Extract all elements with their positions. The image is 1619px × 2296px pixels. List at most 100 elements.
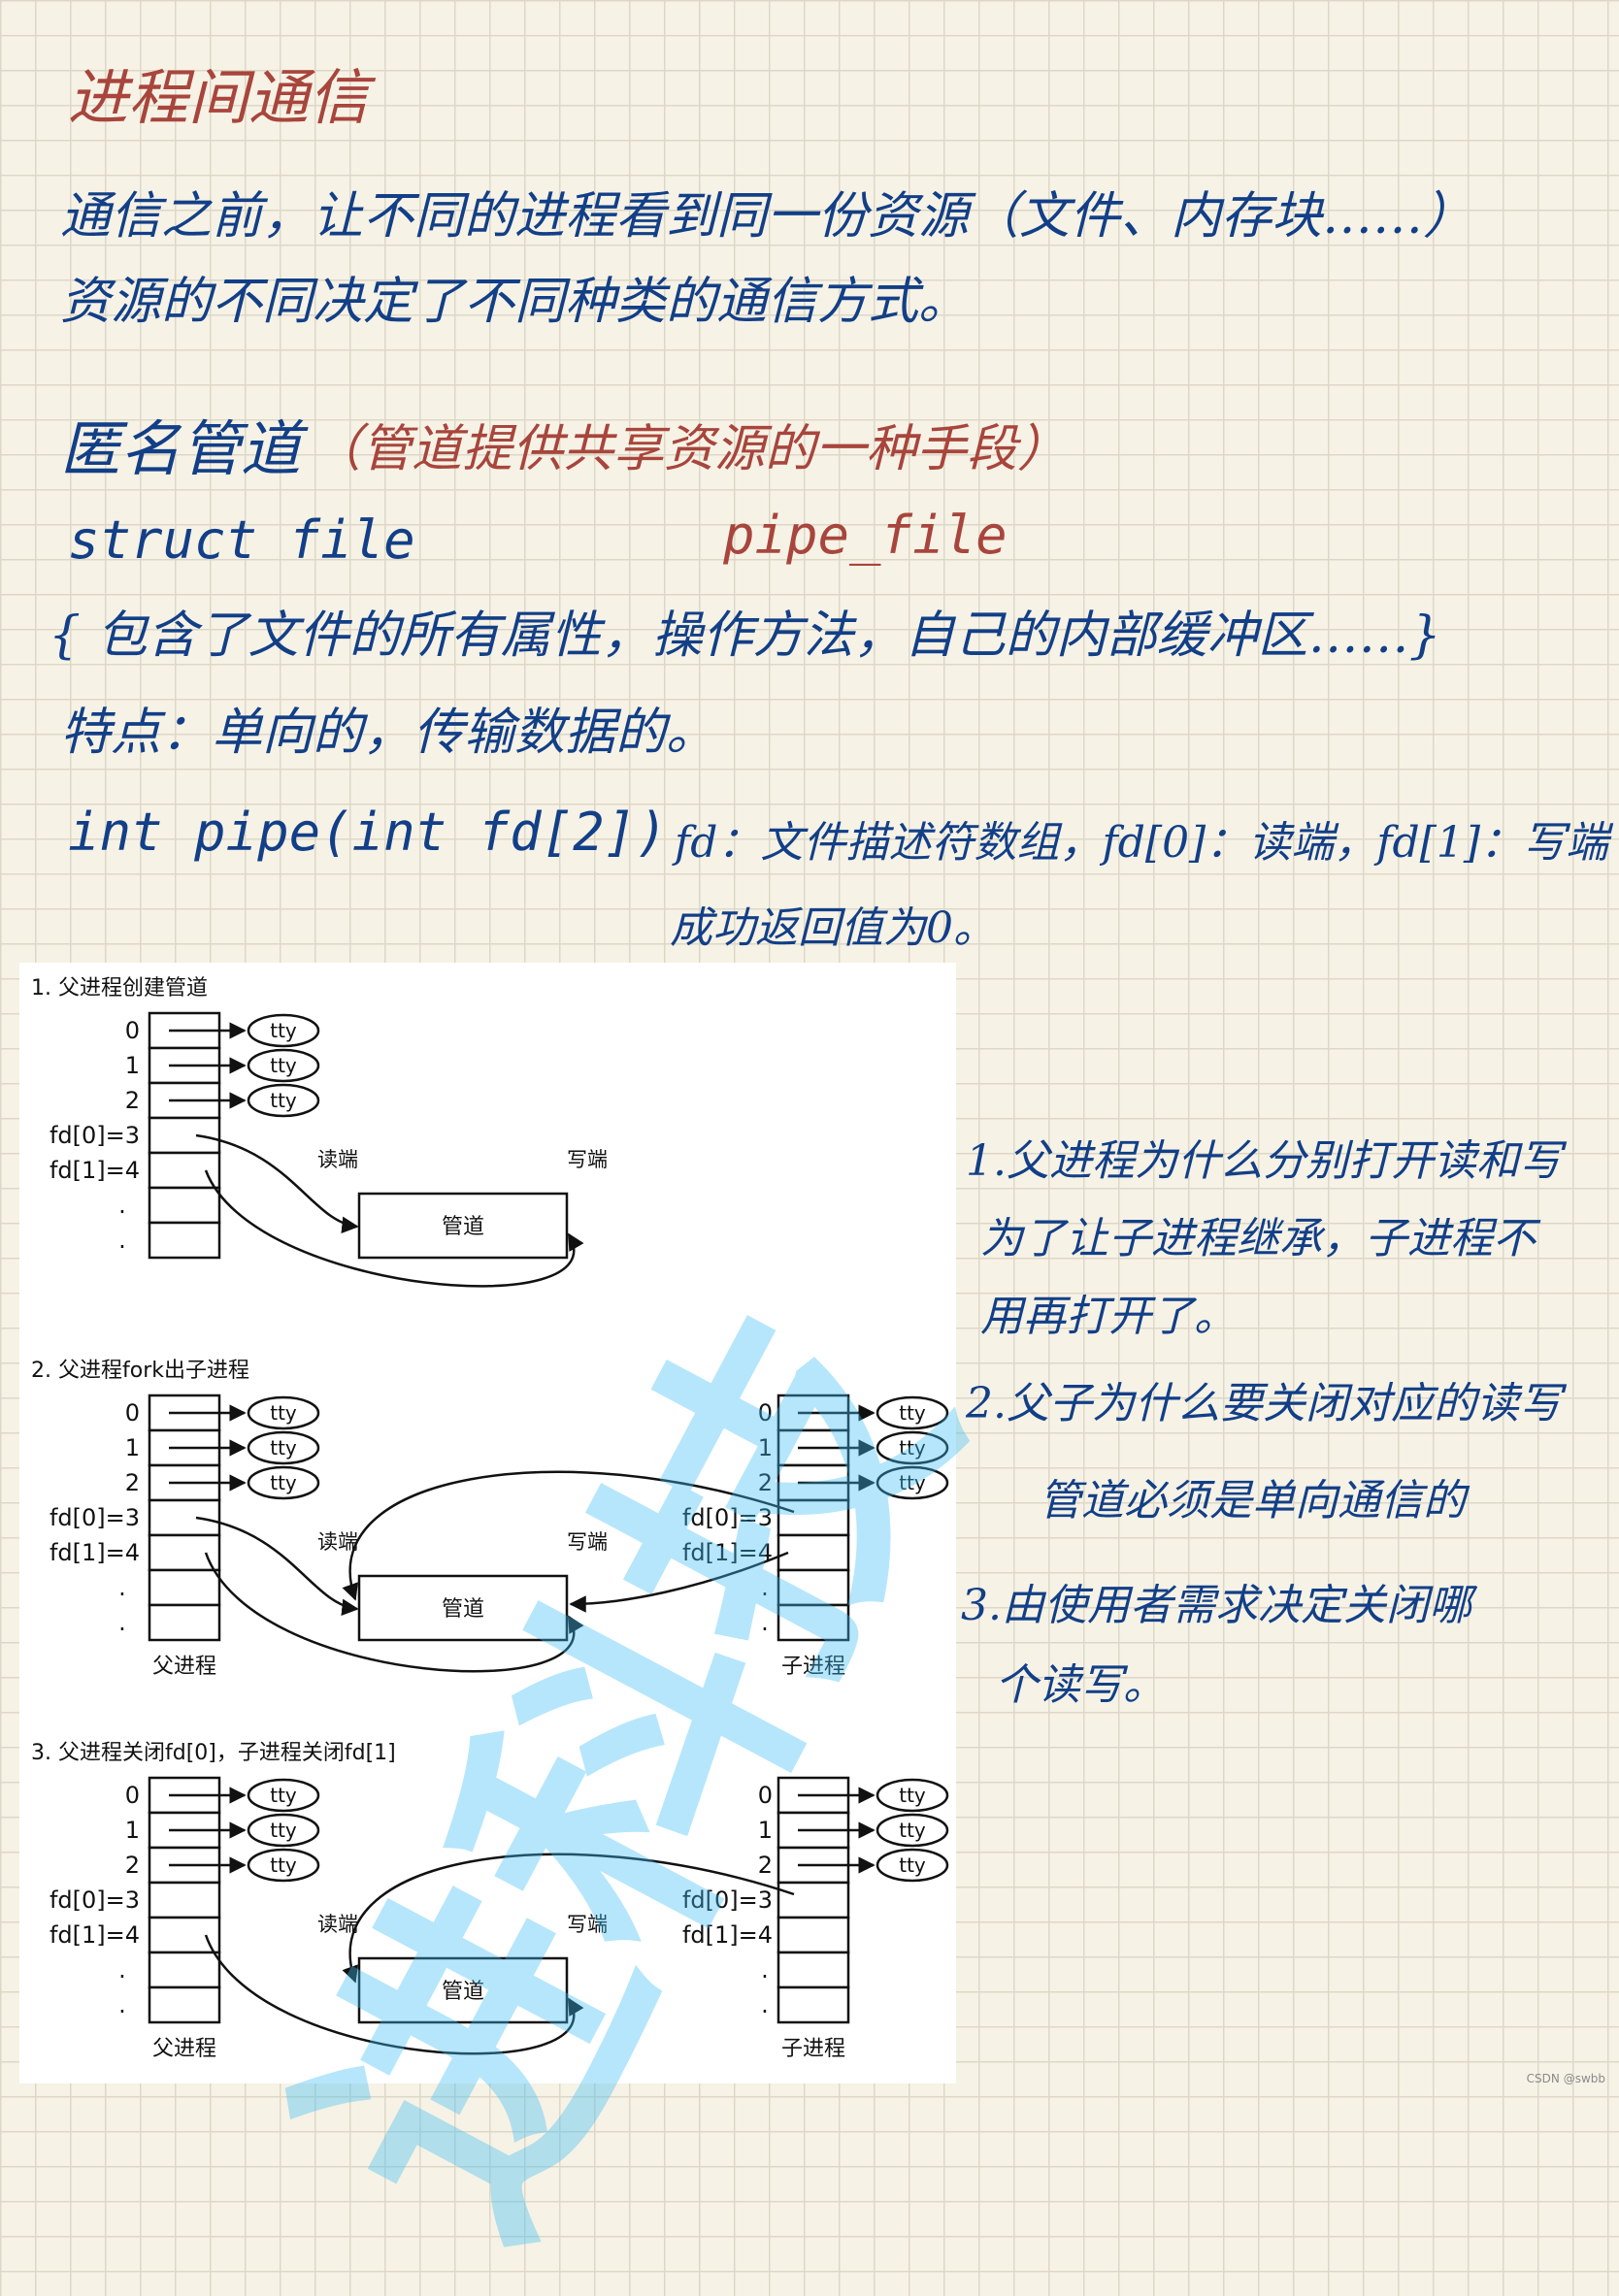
step2-parent-cell-4 (148, 1533, 221, 1572)
step1-parent-tty-oval-2 (247, 1083, 320, 1118)
step2-parent-label: 父进程 (152, 1655, 216, 1679)
step1-parent-label-1: 1 (125, 1052, 140, 1079)
step2-child-cell-4 (776, 1533, 850, 1572)
step2-parent-cell-3 (148, 1498, 221, 1537)
step1-parent-tty-oval-1 (247, 1048, 320, 1083)
step3-child-read-curve (342, 1853, 795, 1984)
step2-parent-tty-text-1: tty (270, 1436, 297, 1460)
step3-child-label-5: . (761, 1956, 769, 1984)
step1-parent-cell-5 (148, 1186, 221, 1225)
step2-child-label-0: 0 (758, 1399, 773, 1427)
step3-pipe-label: 管道 (442, 1980, 484, 2004)
step2-parent-label-1: 1 (125, 1434, 140, 1461)
step2-parent-label-4: fd[1]=4 (50, 1539, 140, 1566)
step2-parent-label-3: fd[0]=3 (50, 1504, 140, 1531)
step2-child-tty-text-1: tty (899, 1436, 926, 1460)
step1-parent-tty-text-0: tty (270, 1019, 297, 1042)
step3-parent-label-3: fd[0]=3 (50, 1886, 140, 1914)
step3-child-label: 子进程 (781, 2037, 845, 2061)
step1-parent-label-2: 2 (125, 1087, 140, 1114)
return-description: 成功返回值为0。 (670, 903, 996, 953)
step2-child-label-2: 2 (758, 1469, 773, 1496)
step2-parent-label-5: . (118, 1574, 126, 1601)
step1-parent-tty-oval-0 (247, 1013, 320, 1048)
step2-child-tty-oval-2 (876, 1465, 949, 1500)
step2-child-cell-6 (776, 1603, 850, 1642)
step3-parent-write-curve (204, 1934, 584, 2055)
pipe-signature: int pipe(int fd[2]) (68, 802, 668, 863)
step3-child-tty-text-0: tty (899, 1784, 926, 1807)
step2-child-label-4: fd[1]=4 (682, 1539, 773, 1566)
step2-parent-read-curve (195, 1516, 359, 1617)
step2-child-tty-oval-1 (876, 1430, 949, 1465)
side-note-3a: 3.由使用者需求决定关闭哪 (961, 1581, 1471, 1630)
step3-parent-label-4: fd[1]=4 (50, 1921, 140, 1949)
step3-parent-cell-5 (148, 1951, 221, 1989)
step2-child-read-curve (342, 1470, 795, 1601)
step2-parent-cell-5 (148, 1568, 221, 1607)
step2-parent-tty-oval-2 (247, 1465, 320, 1500)
step2-parent-tty-oval-1 (247, 1430, 320, 1465)
step3-parent-tty-text-0: tty (270, 1784, 297, 1807)
step3-pipe-box (357, 1956, 569, 2024)
step3-child-label-6: . (761, 1991, 769, 2018)
step3-child-tty-oval-2 (876, 1848, 949, 1883)
step2-child-label: 子进程 (781, 1655, 845, 1679)
side-note-1a: 1.父进程为什么分别打开读和写 (966, 1136, 1562, 1186)
step1-write-curve (204, 1169, 584, 1288)
step3-child-tty-oval-1 (876, 1813, 949, 1848)
step2-parent-cell-6 (148, 1603, 221, 1642)
step1-parent-label-5: . (118, 1192, 126, 1219)
step1-write-end-label: 写端 (567, 1148, 608, 1171)
pipe-file-label: pipe_file (723, 505, 1008, 566)
step3-parent-label-1: 1 (125, 1817, 140, 1844)
step3-parent-label: 父进程 (152, 2037, 216, 2061)
step3-parent-cell-4 (148, 1916, 221, 1954)
step3-write-end-label: 写端 (567, 1913, 608, 1936)
step3-child-label-2: 2 (758, 1852, 773, 1879)
step2-write-end-label: 写端 (567, 1530, 608, 1554)
step3-child-tty-text-1: tty (899, 1819, 926, 1842)
struct-body: { 包含了文件的所有属性，操作方法，自己的内部缓冲区……} (49, 607, 1441, 665)
side-note-3b: 个读写。 (995, 1660, 1166, 1710)
side-note-2b: 管道必须是单向通信的 (1039, 1476, 1466, 1525)
step1-parent-label-6: . (118, 1227, 126, 1254)
step3-parent-tty-oval-2 (247, 1848, 320, 1883)
step2-parent-tty-oval-0 (247, 1395, 320, 1430)
step1-read-end-label: 读端 (317, 1148, 358, 1171)
step1-parent-tty-text-1: tty (270, 1054, 297, 1077)
feature-note: 特点：单向的，传输数据的。 (60, 704, 717, 762)
step2-child-tty-oval-0 (876, 1395, 949, 1430)
note-title: 进程间通信 (68, 62, 370, 133)
step1-parent-label-3: fd[0]=3 (50, 1122, 140, 1149)
step3-parent-label-2: 2 (125, 1852, 140, 1879)
step3-parent-tty-oval-1 (247, 1813, 320, 1848)
step3-caption: 3. 父进程关闭fd[0]，子进程关闭fd[1] (31, 1741, 396, 1765)
step2-parent-tty-text-2: tty (270, 1471, 297, 1494)
credit-text: CSDN @swbb (1526, 2072, 1605, 2085)
step1-parent-cell-6 (148, 1221, 221, 1260)
step3-parent-cell-3 (148, 1881, 221, 1919)
step2-parent-tty-text-0: tty (270, 1401, 297, 1425)
step1-parent-cell-3 (148, 1116, 221, 1155)
step2-parent-label-2: 2 (125, 1469, 140, 1496)
step2-child-label-6: . (761, 1609, 769, 1636)
step2-child-cell-5 (776, 1568, 850, 1607)
step3-child-cell-5 (776, 1951, 850, 1989)
fd-description: fd：文件描述符数组，fd[0]：读端，fd[1]：写端 (675, 818, 1609, 868)
step3-child-cell-4 (776, 1916, 850, 1954)
step2-caption: 2. 父进程fork出子进程 (31, 1359, 249, 1383)
pipe-description: （管道提供共享资源的一种手段） (311, 420, 1069, 478)
step1-parent-cell-4 (148, 1151, 221, 1190)
step3-child-label-4: fd[1]=4 (682, 1921, 773, 1949)
step3-child-cell-6 (776, 1985, 850, 2024)
step2-pipe-label: 管道 (442, 1597, 484, 1622)
step2-child-write-curve (569, 1551, 789, 1613)
step2-parent-label-0: 0 (125, 1399, 140, 1427)
step3-parent-label-0: 0 (125, 1782, 140, 1809)
step3-parent-tty-text-1: tty (270, 1819, 297, 1842)
step3-child-label-0: 0 (758, 1782, 773, 1809)
step2-parent-label-6: . (118, 1609, 126, 1636)
struct-file-label: struct file (68, 509, 415, 571)
